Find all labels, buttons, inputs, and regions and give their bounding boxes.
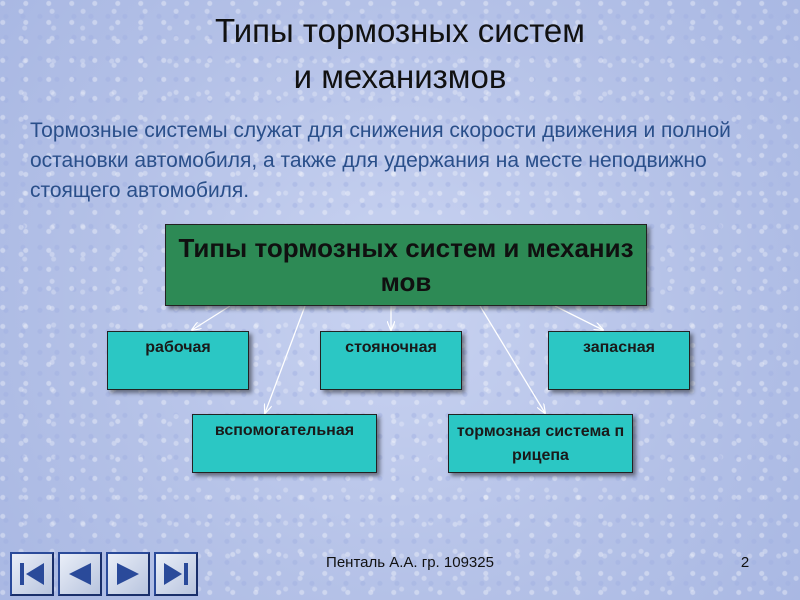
trailer-brake-box: тормозная система прицепа — [448, 414, 633, 473]
slide-title-line-1: Типы тормозных систем — [215, 12, 585, 49]
slide-description: Тормозные системы служат для снижения ск… — [30, 119, 731, 202]
slide-title: Типы тормозных систем и механизмов — [0, 8, 800, 100]
arrow-to-trailer-brake — [479, 305, 545, 413]
first-slide-button[interactable] — [10, 552, 54, 596]
arrow-to-service-brake — [192, 305, 231, 330]
next-slide-button[interactable] — [106, 552, 150, 596]
diagram-root-box: Типы тормозных систем и механизмов — [165, 224, 647, 306]
reserve-brake-box: запасная — [548, 331, 690, 390]
auxiliary-brake-box: вспомогательная — [192, 414, 377, 473]
parking-brake-box: стояночная — [320, 331, 462, 390]
footer-author: Пенталь А.А. гр. 109325 — [326, 554, 494, 571]
last-slide-icon — [164, 563, 188, 585]
first-slide-icon — [20, 563, 44, 585]
slide-navigation — [10, 552, 198, 596]
page-number: 2 — [740, 554, 750, 571]
previous-slide-button[interactable] — [58, 552, 102, 596]
service-brake-box: рабочая — [107, 331, 249, 390]
next-slide-icon — [117, 563, 139, 585]
arrow-to-auxiliary-brake — [265, 305, 306, 413]
slide-title-line-2: и механизмов — [293, 58, 507, 95]
last-slide-button[interactable] — [154, 552, 198, 596]
previous-slide-icon — [69, 563, 91, 585]
arrow-to-reserve-brake — [554, 305, 603, 330]
